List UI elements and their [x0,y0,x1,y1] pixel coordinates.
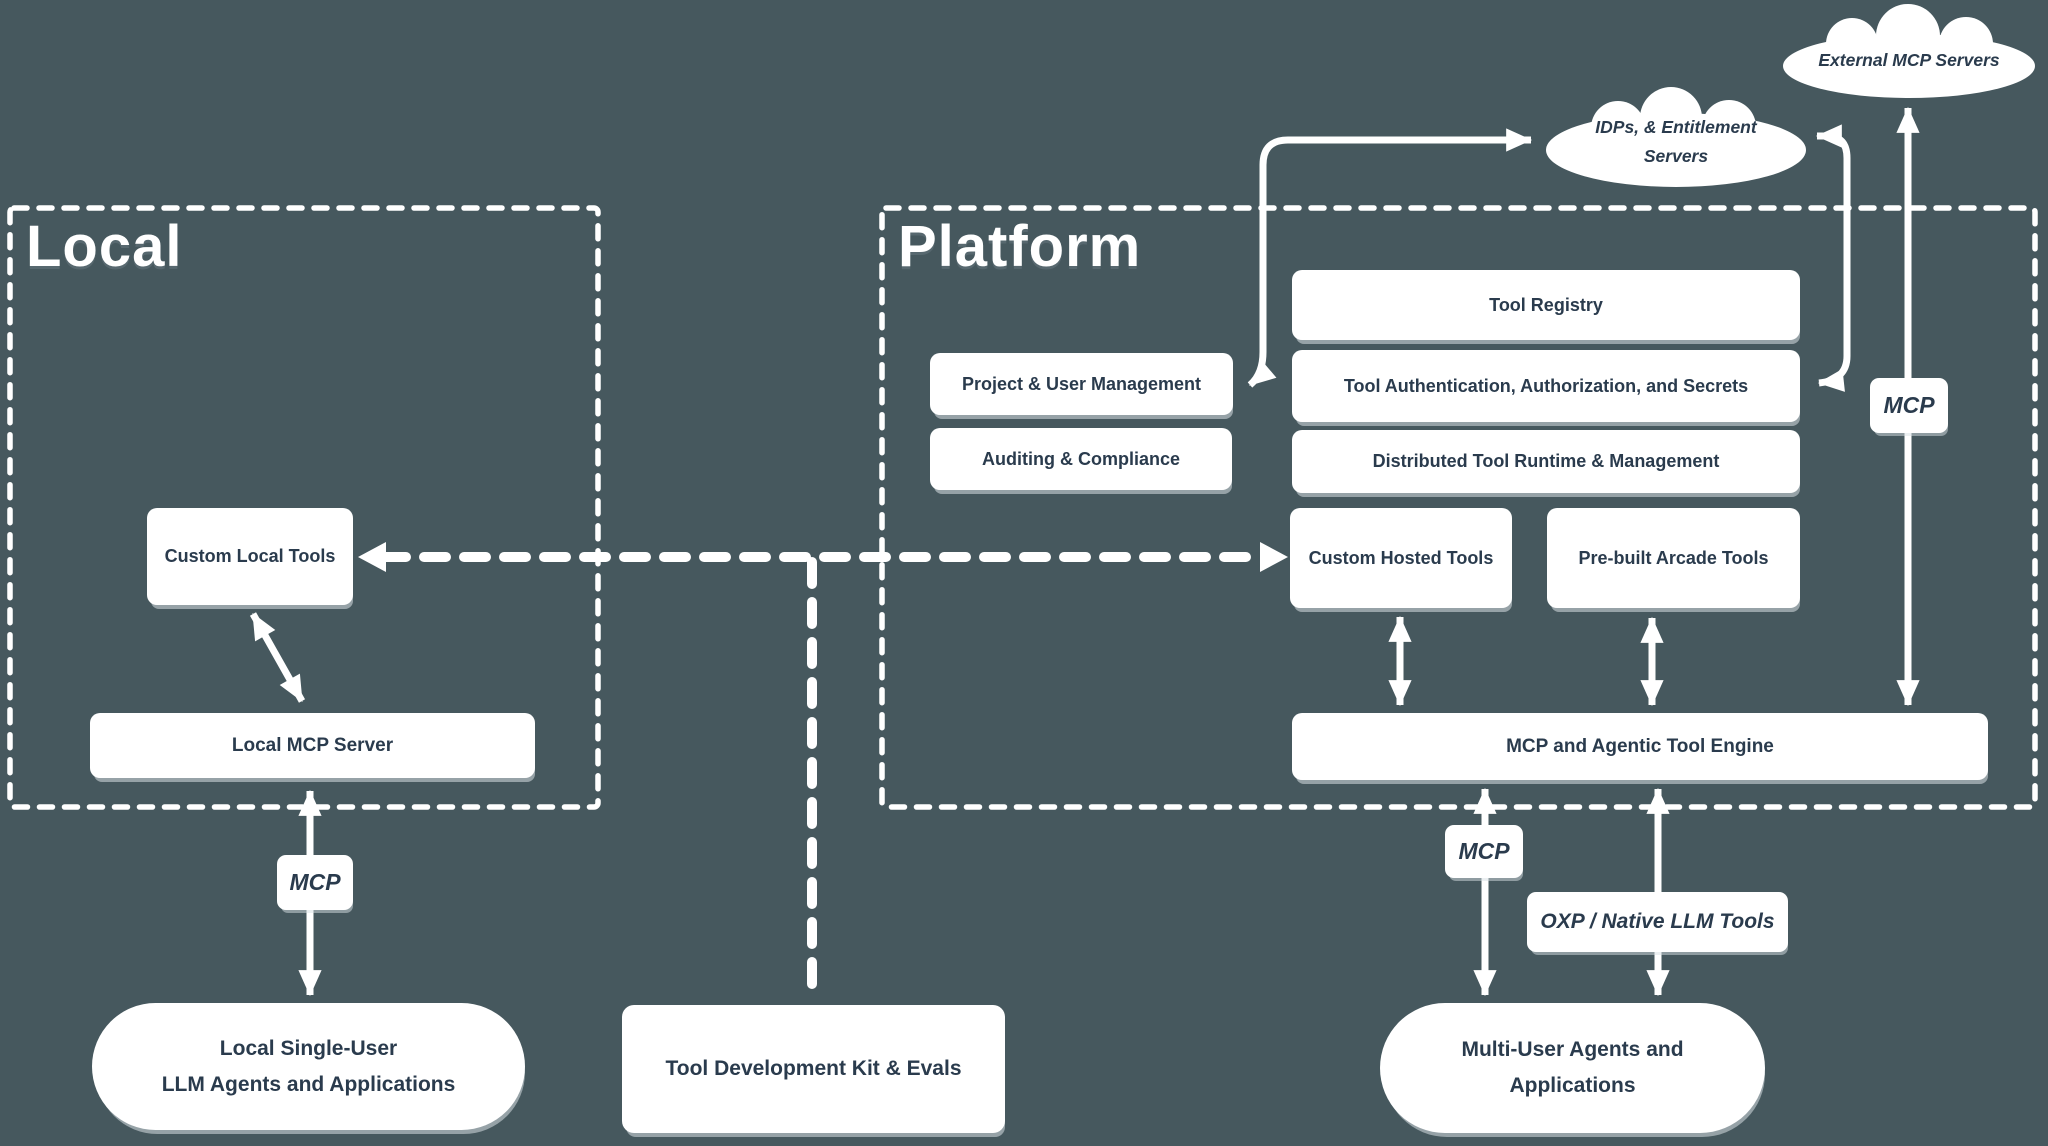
dashed-connector-left-arrowhead [358,542,386,572]
local-single-user-agents-box: Local Single-User LLM Agents and Applica… [92,1003,525,1130]
mcp-label-local: MCP [277,855,353,910]
tool-development-kit-label: Tool Development Kit & Evals [665,1057,962,1080]
prebuilt-arcade-tools-label: Pre-built Arcade Tools [1578,547,1769,568]
mcp-agentic-tool-engine-label: MCP and Agentic Tool Engine [1506,735,1774,757]
mcp-label-bottom-text: MCP [1458,838,1510,864]
prebuilt-arcade-tools-box: Pre-built Arcade Tools [1547,508,1800,608]
local-mcp-server-label: Local MCP Server [231,734,394,756]
local-region-title: Local [26,214,183,279]
mcp-label-platform-right-text: MCP [1883,392,1935,418]
custom-hosted-tools-label: Custom Hosted Tools [1308,547,1494,568]
mcp-label-local-text: MCP [289,869,341,895]
idps-cloud-label-line1: IDPs, & Entitlement [1595,117,1757,137]
platform-region-title: Platform [898,214,1142,279]
local-agents-line1: Local Single-User [219,1036,398,1060]
tool-authentication-label: Tool Authentication, Authorization, and … [1343,375,1749,396]
dashed-connector-right-arrowhead [1260,542,1288,572]
arrow-auth-idps-left-elbow [1247,128,1533,388]
mcp-label-platform-right: MCP [1870,378,1948,433]
project-user-management-label: Project & User Management [961,373,1202,394]
custom-hosted-tools-box: Custom Hosted Tools [1290,508,1512,608]
distributed-tool-runtime-label: Distributed Tool Runtime & Management [1372,451,1720,471]
local-agents-line2: LLM Agents and Applications [161,1072,456,1096]
oxp-native-llm-tools-label: OXP / Native LLM Tools [1527,892,1788,952]
tool-authentication-box: Tool Authentication, Authorization, and … [1292,350,1800,422]
idps-cloud-label-line2: Servers [1643,145,1709,166]
oxp-native-llm-tools-text: OXP / Native LLM Tools [1540,910,1775,933]
external-mcp-cloud [1783,4,2035,98]
auditing-compliance-label: Auditing & Compliance [982,448,1180,469]
local-mcp-server-box: Local MCP Server [90,713,535,778]
arrow-custom-local-tools-local-mcp-server [249,612,306,703]
distributed-tool-runtime-box: Distributed Tool Runtime & Management [1292,430,1800,493]
external-mcp-cloud-label: External MCP Servers [1818,50,2000,70]
tool-registry-label: Tool Registry [1489,294,1603,315]
tool-development-kit-box: Tool Development Kit & Evals [622,1005,1005,1133]
multi-user-agents-line1: Multi-User Agents and [1461,1038,1684,1062]
project-user-management-box: Project & User Management [930,353,1233,415]
idps-cloud [1546,87,1806,187]
custom-local-tools-box: Custom Local Tools [147,508,353,605]
mcp-agentic-tool-engine-box: MCP and Agentic Tool Engine [1292,713,1988,780]
auditing-compliance-box: Auditing & Compliance [930,428,1232,490]
mcp-label-bottom: MCP [1445,825,1523,878]
multi-user-agents-line2: Applications [1509,1074,1636,1097]
arrow-auth-idps-right-elbow [1815,124,1851,392]
idps-cloud-label: IDPs, & Entitlement Servers [1556,113,1796,171]
custom-local-tools-label: Custom Local Tools [164,546,336,566]
multi-user-agents-box: Multi-User Agents and Applications [1380,1003,1765,1133]
tool-registry-box: Tool Registry [1292,270,1800,340]
